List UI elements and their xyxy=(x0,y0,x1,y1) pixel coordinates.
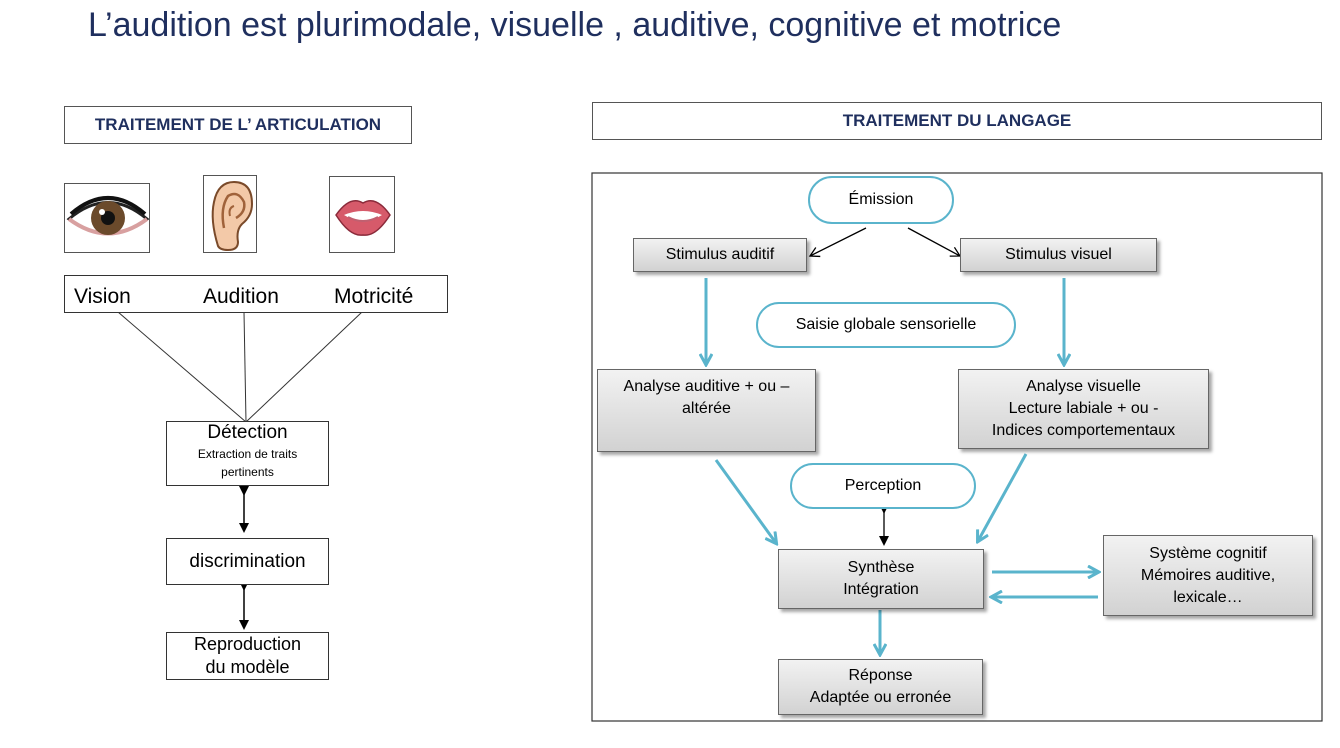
modality-audition: Audition xyxy=(203,285,279,308)
analyse-visuelle-synthese-arrow xyxy=(978,453,1028,541)
systeme-cognitif-line2: Mémoires auditive, xyxy=(1140,566,1276,584)
motricite-detection-line xyxy=(245,311,363,423)
detection-title: Détection xyxy=(207,422,288,443)
reponse-line1: Réponse xyxy=(848,667,913,684)
systeme-cognitif-box: Système cognitif Mémoires auditive, lexi… xyxy=(1103,535,1313,616)
systeme-cognitif-line1: Système cognitif xyxy=(1149,544,1267,562)
language-frame xyxy=(591,172,1323,722)
modalities-box xyxy=(64,275,448,313)
detection-subtitle-line1: Extraction de traits xyxy=(197,447,298,461)
emission-oval: Émission xyxy=(808,176,954,224)
analyse-auditive-box: Analyse auditive + ou – altérée xyxy=(597,369,816,452)
modality-vision: Vision xyxy=(74,285,131,308)
synthese-box: Synthèse Intégration xyxy=(778,549,984,609)
detection-subtitle-line2: pertinents xyxy=(221,465,274,479)
discrimination-box: discrimination xyxy=(166,538,329,585)
reponse-line2: Adaptée ou erronée xyxy=(809,689,952,706)
analyse-auditive-synthese-arrow xyxy=(714,459,776,543)
analyse-auditive-line2: altérée xyxy=(682,400,731,417)
synthese-line2: Intégration xyxy=(843,581,919,598)
analyse-visuelle-line1: Analyse visuelle xyxy=(1026,378,1141,395)
eye-icon xyxy=(64,183,150,253)
stimulus-auditif-box: Stimulus auditif xyxy=(633,238,807,272)
emission-visuel-arrow xyxy=(907,227,962,257)
audition-detection-line xyxy=(243,311,247,423)
perception-oval: Perception xyxy=(790,463,976,509)
systeme-cognitif-line3: lexicale… xyxy=(1173,588,1243,606)
reproduction-line2: du modèle xyxy=(205,657,290,677)
ear-icon xyxy=(203,175,257,253)
language-header: TRAITEMENT DU LANGAGE xyxy=(592,102,1322,140)
emission-auditif-arrow xyxy=(808,227,867,258)
stimulus-visuel-box: Stimulus visuel xyxy=(960,238,1157,272)
analyse-visuelle-line2: Lecture labiale + ou - xyxy=(1008,400,1159,417)
detection-box: Détection Extraction de traits pertinent… xyxy=(166,421,329,486)
analyse-visuelle-box: Analyse visuelle Lecture labiale + ou - … xyxy=(958,369,1209,449)
synthese-line1: Synthèse xyxy=(847,559,915,576)
modality-motricite: Motricité xyxy=(334,285,414,308)
vision-detection-line xyxy=(117,311,247,423)
reproduction-box: Reproduction du modèle xyxy=(166,632,329,680)
reproduction-line1: Reproduction xyxy=(193,634,302,654)
reponse-box: Réponse Adaptée ou erronée xyxy=(778,659,983,715)
articulation-header: TRAITEMENT DE L’ ARTICULATION xyxy=(64,106,412,144)
analyse-visuelle-line3: Indices comportementaux xyxy=(991,422,1176,439)
analyse-auditive-line1: Analyse auditive + ou – xyxy=(623,378,790,395)
saisie-oval: Saisie globale sensorielle xyxy=(756,302,1016,348)
mouth-icon xyxy=(329,176,395,253)
page-title: L’audition est plurimodale, visuelle , a… xyxy=(88,6,1062,44)
